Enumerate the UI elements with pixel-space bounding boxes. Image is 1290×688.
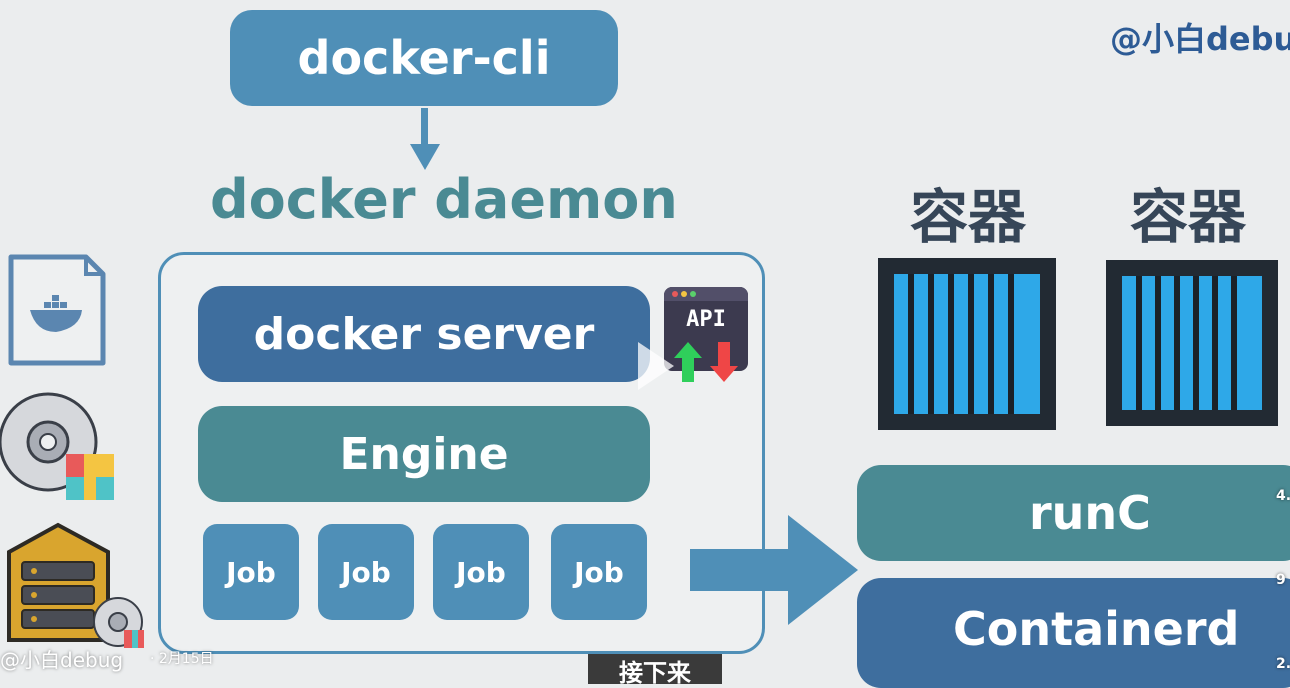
big-arrow-shaft [690, 549, 790, 591]
upload-download-arrows-icon [674, 342, 738, 382]
server-rack-icon [7, 522, 144, 648]
runc-box: runC [857, 465, 1290, 561]
window-dot [690, 291, 696, 297]
disc-package-icon [0, 392, 114, 500]
play-icon[interactable] [638, 342, 674, 390]
daemon-title: docker daemon [210, 168, 678, 231]
watermark: @小白debu [1110, 20, 1290, 58]
containerd-box: Containerd [857, 578, 1290, 688]
container-door [1122, 276, 1262, 410]
engine-box: Engine [198, 406, 650, 502]
window-dot [681, 291, 687, 297]
big-arrow-right-icon [788, 515, 858, 625]
author-caption[interactable]: @小白debug [0, 648, 124, 672]
container-label: 容器 [1130, 183, 1247, 251]
container-icon [878, 258, 1056, 430]
docker-cli-box: docker-cli [230, 10, 618, 106]
container-icon [1106, 260, 1278, 426]
job-box: Job [203, 524, 299, 620]
side-count: 2. [1276, 656, 1290, 672]
cli-arrow-shaft [421, 108, 428, 148]
container-label: 容器 [910, 183, 1027, 251]
window-dot [672, 291, 678, 297]
api-window-bar [664, 287, 748, 301]
job-box: Job [551, 524, 647, 620]
subtitle-caption: 接下来 [588, 654, 722, 684]
job-box: Job [318, 524, 414, 620]
side-count: 9 [1276, 572, 1286, 588]
side-count: 4. [1276, 488, 1290, 504]
api-label: API [686, 307, 726, 332]
cli-arrow-down-icon [410, 144, 440, 170]
post-date: · 2月15日 [150, 651, 214, 667]
docker-file-icon [8, 254, 106, 366]
container-door [894, 274, 1040, 414]
job-box: Job [433, 524, 529, 620]
docker-server-box: docker server [198, 286, 650, 382]
